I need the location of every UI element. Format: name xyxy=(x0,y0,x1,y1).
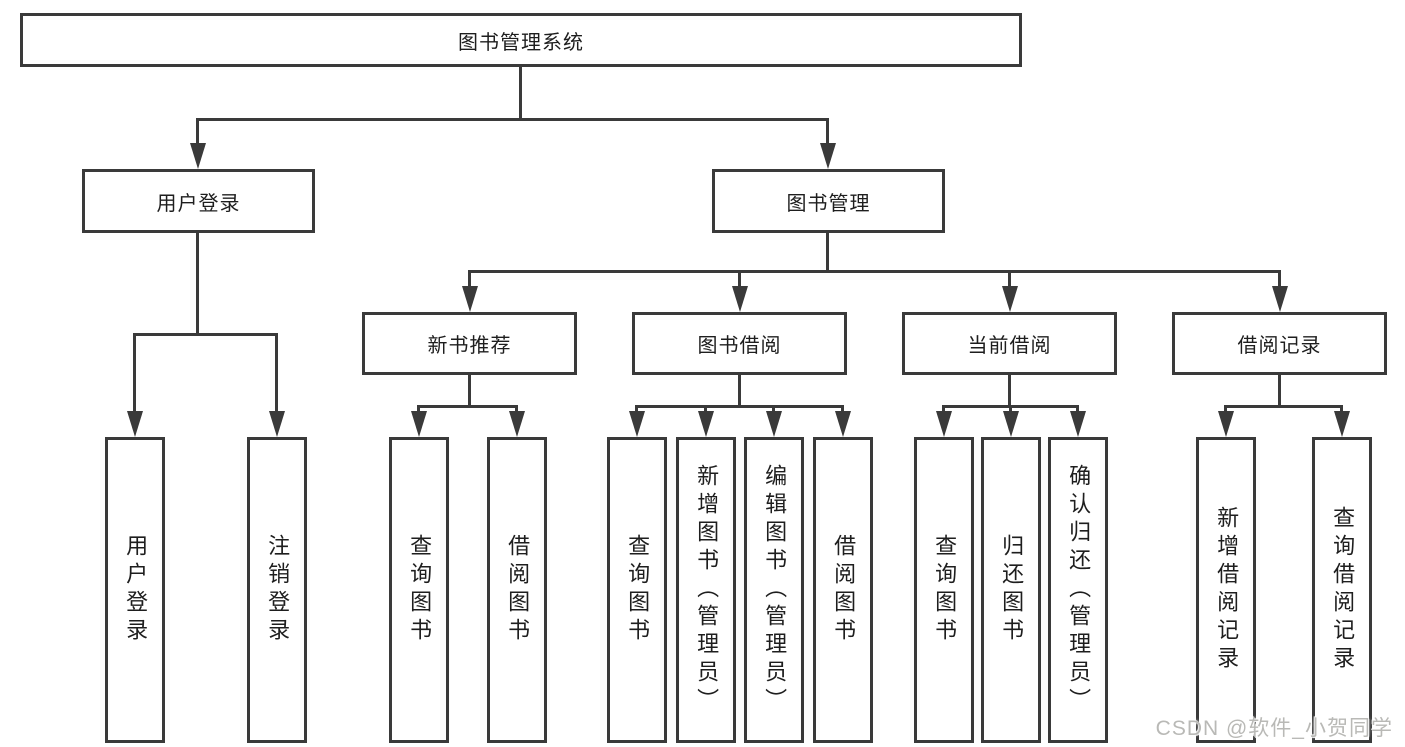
leaf-query-books-2: 查询图书 xyxy=(607,437,667,743)
connector-line xyxy=(1008,270,1011,288)
leaf-add-books-admin: 新增图书（管理员） xyxy=(676,437,736,743)
leaf-label: 借阅图书 xyxy=(831,534,857,646)
node-current-borrowing: 当前借阅 xyxy=(902,312,1117,375)
leaf-return-books: 归还图书 xyxy=(981,437,1041,743)
connector-line xyxy=(738,375,741,407)
node-book-borrowing: 图书借阅 xyxy=(632,312,847,375)
connector-line xyxy=(133,333,136,413)
arrow-down-icon xyxy=(1003,411,1019,437)
connector-line xyxy=(826,118,829,145)
leaf-label: 新增图书（管理员） xyxy=(694,464,720,716)
arrow-down-icon xyxy=(462,286,478,312)
leaf-label: 确认归还（管理员） xyxy=(1066,464,1092,716)
arrow-down-icon xyxy=(629,411,645,437)
leaf-label: 借阅图书 xyxy=(505,534,531,646)
connector-line xyxy=(417,405,420,415)
connector-line xyxy=(417,405,518,408)
node-book-management-label: 图书管理 xyxy=(786,192,871,215)
connector-line xyxy=(1224,405,1343,408)
connector-line xyxy=(133,333,278,336)
arrow-down-icon xyxy=(1070,411,1086,437)
connector-line xyxy=(772,405,775,415)
leaf-query-books-1: 查询图书 xyxy=(389,437,449,743)
node-root-label: 图书管理系统 xyxy=(458,31,584,54)
leaf-borrow-books-1: 借阅图书 xyxy=(487,437,547,743)
connector-line xyxy=(1224,405,1227,415)
connector-line xyxy=(1076,405,1079,415)
arrow-down-icon xyxy=(411,411,427,437)
connector-line xyxy=(826,233,829,272)
leaf-user-login: 用户登录 xyxy=(105,437,165,743)
node-current-borrowing-label: 当前借阅 xyxy=(967,335,1052,357)
connector-line xyxy=(635,405,844,408)
connector-line xyxy=(1008,375,1011,407)
connector-line xyxy=(942,405,945,415)
arrow-down-icon xyxy=(509,411,525,437)
node-new-books-label: 新书推荐 xyxy=(427,335,512,357)
connector-line xyxy=(275,333,278,413)
node-root: 图书管理系统 xyxy=(20,13,1022,67)
watermark: CSDN @软件_小贺同学 xyxy=(1155,717,1393,740)
connector-line xyxy=(1278,270,1281,288)
leaf-label: 用户登录 xyxy=(123,534,149,646)
arrow-down-icon xyxy=(732,286,748,312)
leaf-label: 查询借阅记录 xyxy=(1330,506,1356,674)
leaf-add-borrow-record: 新增借阅记录 xyxy=(1196,437,1256,743)
arrow-down-icon xyxy=(698,411,714,437)
arrow-down-icon xyxy=(190,143,206,169)
leaf-edit-books-admin: 编辑图书（管理员） xyxy=(744,437,804,743)
connector-line xyxy=(196,233,199,335)
node-user-login: 用户登录 xyxy=(82,169,315,233)
node-book-management: 图书管理 xyxy=(712,169,945,233)
connector-line xyxy=(519,67,522,121)
connector-line xyxy=(468,270,471,288)
connector-line xyxy=(1009,405,1012,415)
arrow-down-icon xyxy=(1002,286,1018,312)
arrow-down-icon xyxy=(835,411,851,437)
arrow-down-icon xyxy=(1218,411,1234,437)
connector-line xyxy=(841,405,844,415)
arrow-down-icon xyxy=(820,143,836,169)
arrow-down-icon xyxy=(1272,286,1288,312)
connector-line xyxy=(196,118,199,145)
connector-line xyxy=(468,270,1281,273)
leaf-label: 查询图书 xyxy=(932,534,958,646)
connector-line xyxy=(635,405,638,415)
node-borrowing-records: 借阅记录 xyxy=(1172,312,1387,375)
connector-line xyxy=(738,270,741,288)
node-new-books: 新书推荐 xyxy=(362,312,577,375)
connector-line xyxy=(468,375,471,407)
connector-line xyxy=(1278,375,1281,407)
node-borrowing-records-label: 借阅记录 xyxy=(1237,335,1322,357)
leaf-label: 新增借阅记录 xyxy=(1214,506,1240,674)
connector-line xyxy=(196,118,829,121)
leaf-label: 注销登录 xyxy=(265,534,291,646)
leaf-label: 查询图书 xyxy=(625,534,651,646)
arrow-down-icon xyxy=(127,411,143,437)
leaf-logout: 注销登录 xyxy=(247,437,307,743)
leaf-query-borrow-record: 查询借阅记录 xyxy=(1312,437,1372,743)
connector-line xyxy=(704,405,707,415)
leaf-query-books-3: 查询图书 xyxy=(914,437,974,743)
leaf-label: 查询图书 xyxy=(407,534,433,646)
leaf-label: 归还图书 xyxy=(999,534,1025,646)
arrow-down-icon xyxy=(1334,411,1350,437)
arrow-down-icon xyxy=(936,411,952,437)
arrow-down-icon xyxy=(269,411,285,437)
node-book-borrowing-label: 图书借阅 xyxy=(697,335,782,357)
arrow-down-icon xyxy=(766,411,782,437)
node-user-login-label: 用户登录 xyxy=(156,192,241,215)
leaf-borrow-books-2: 借阅图书 xyxy=(813,437,873,743)
connector-line xyxy=(515,405,518,415)
connector-line xyxy=(1340,405,1343,415)
leaf-label: 编辑图书（管理员） xyxy=(762,464,788,716)
leaf-confirm-return-admin: 确认归还（管理员） xyxy=(1048,437,1108,743)
